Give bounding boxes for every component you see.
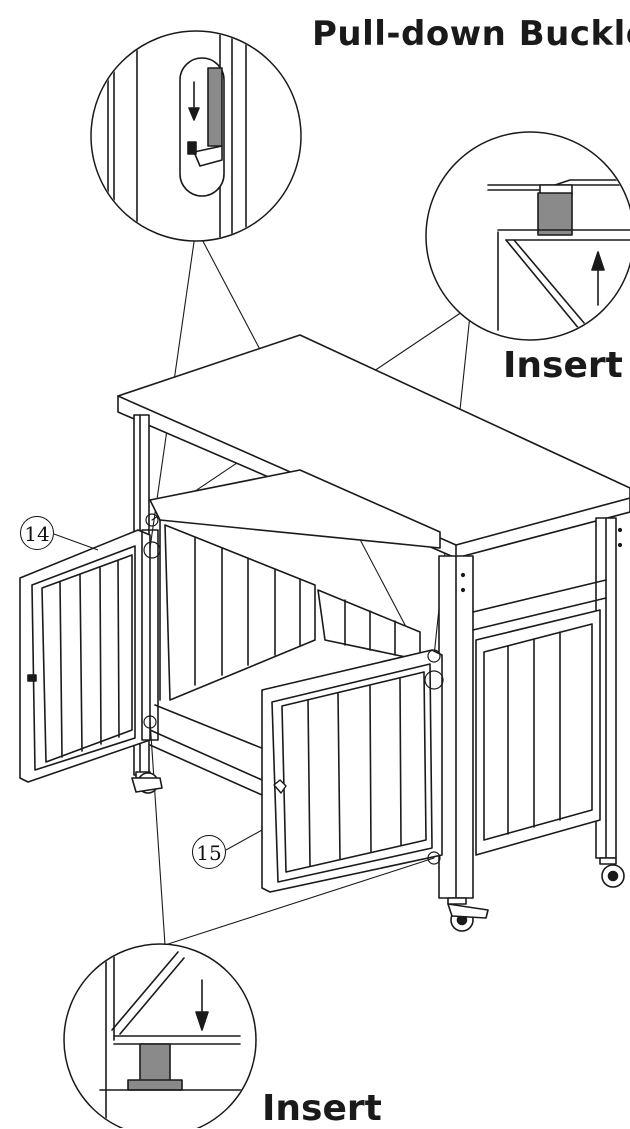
table-top — [117, 334, 630, 559]
detail-insert-top — [425, 131, 630, 341]
back-panel — [164, 524, 421, 701]
right-side-panel — [475, 609, 601, 856]
casters — [131, 771, 625, 932]
detail-insert-bottom — [63, 943, 257, 1128]
insert-top-label: Insert — [503, 345, 623, 386]
left-door — [19, 529, 159, 783]
caster-right — [599, 857, 625, 888]
part-number-15: 15 — [192, 835, 226, 869]
caster-left — [131, 771, 163, 794]
detail-buckle — [90, 30, 302, 242]
joint-markers — [143, 513, 444, 865]
insert-bottom-label: Insert — [262, 1088, 382, 1129]
caster-front — [447, 897, 489, 932]
part-number-14: 14 — [20, 516, 54, 550]
diagram-title: Pull-down Buckle — [312, 14, 630, 54]
front-door — [261, 649, 443, 893]
